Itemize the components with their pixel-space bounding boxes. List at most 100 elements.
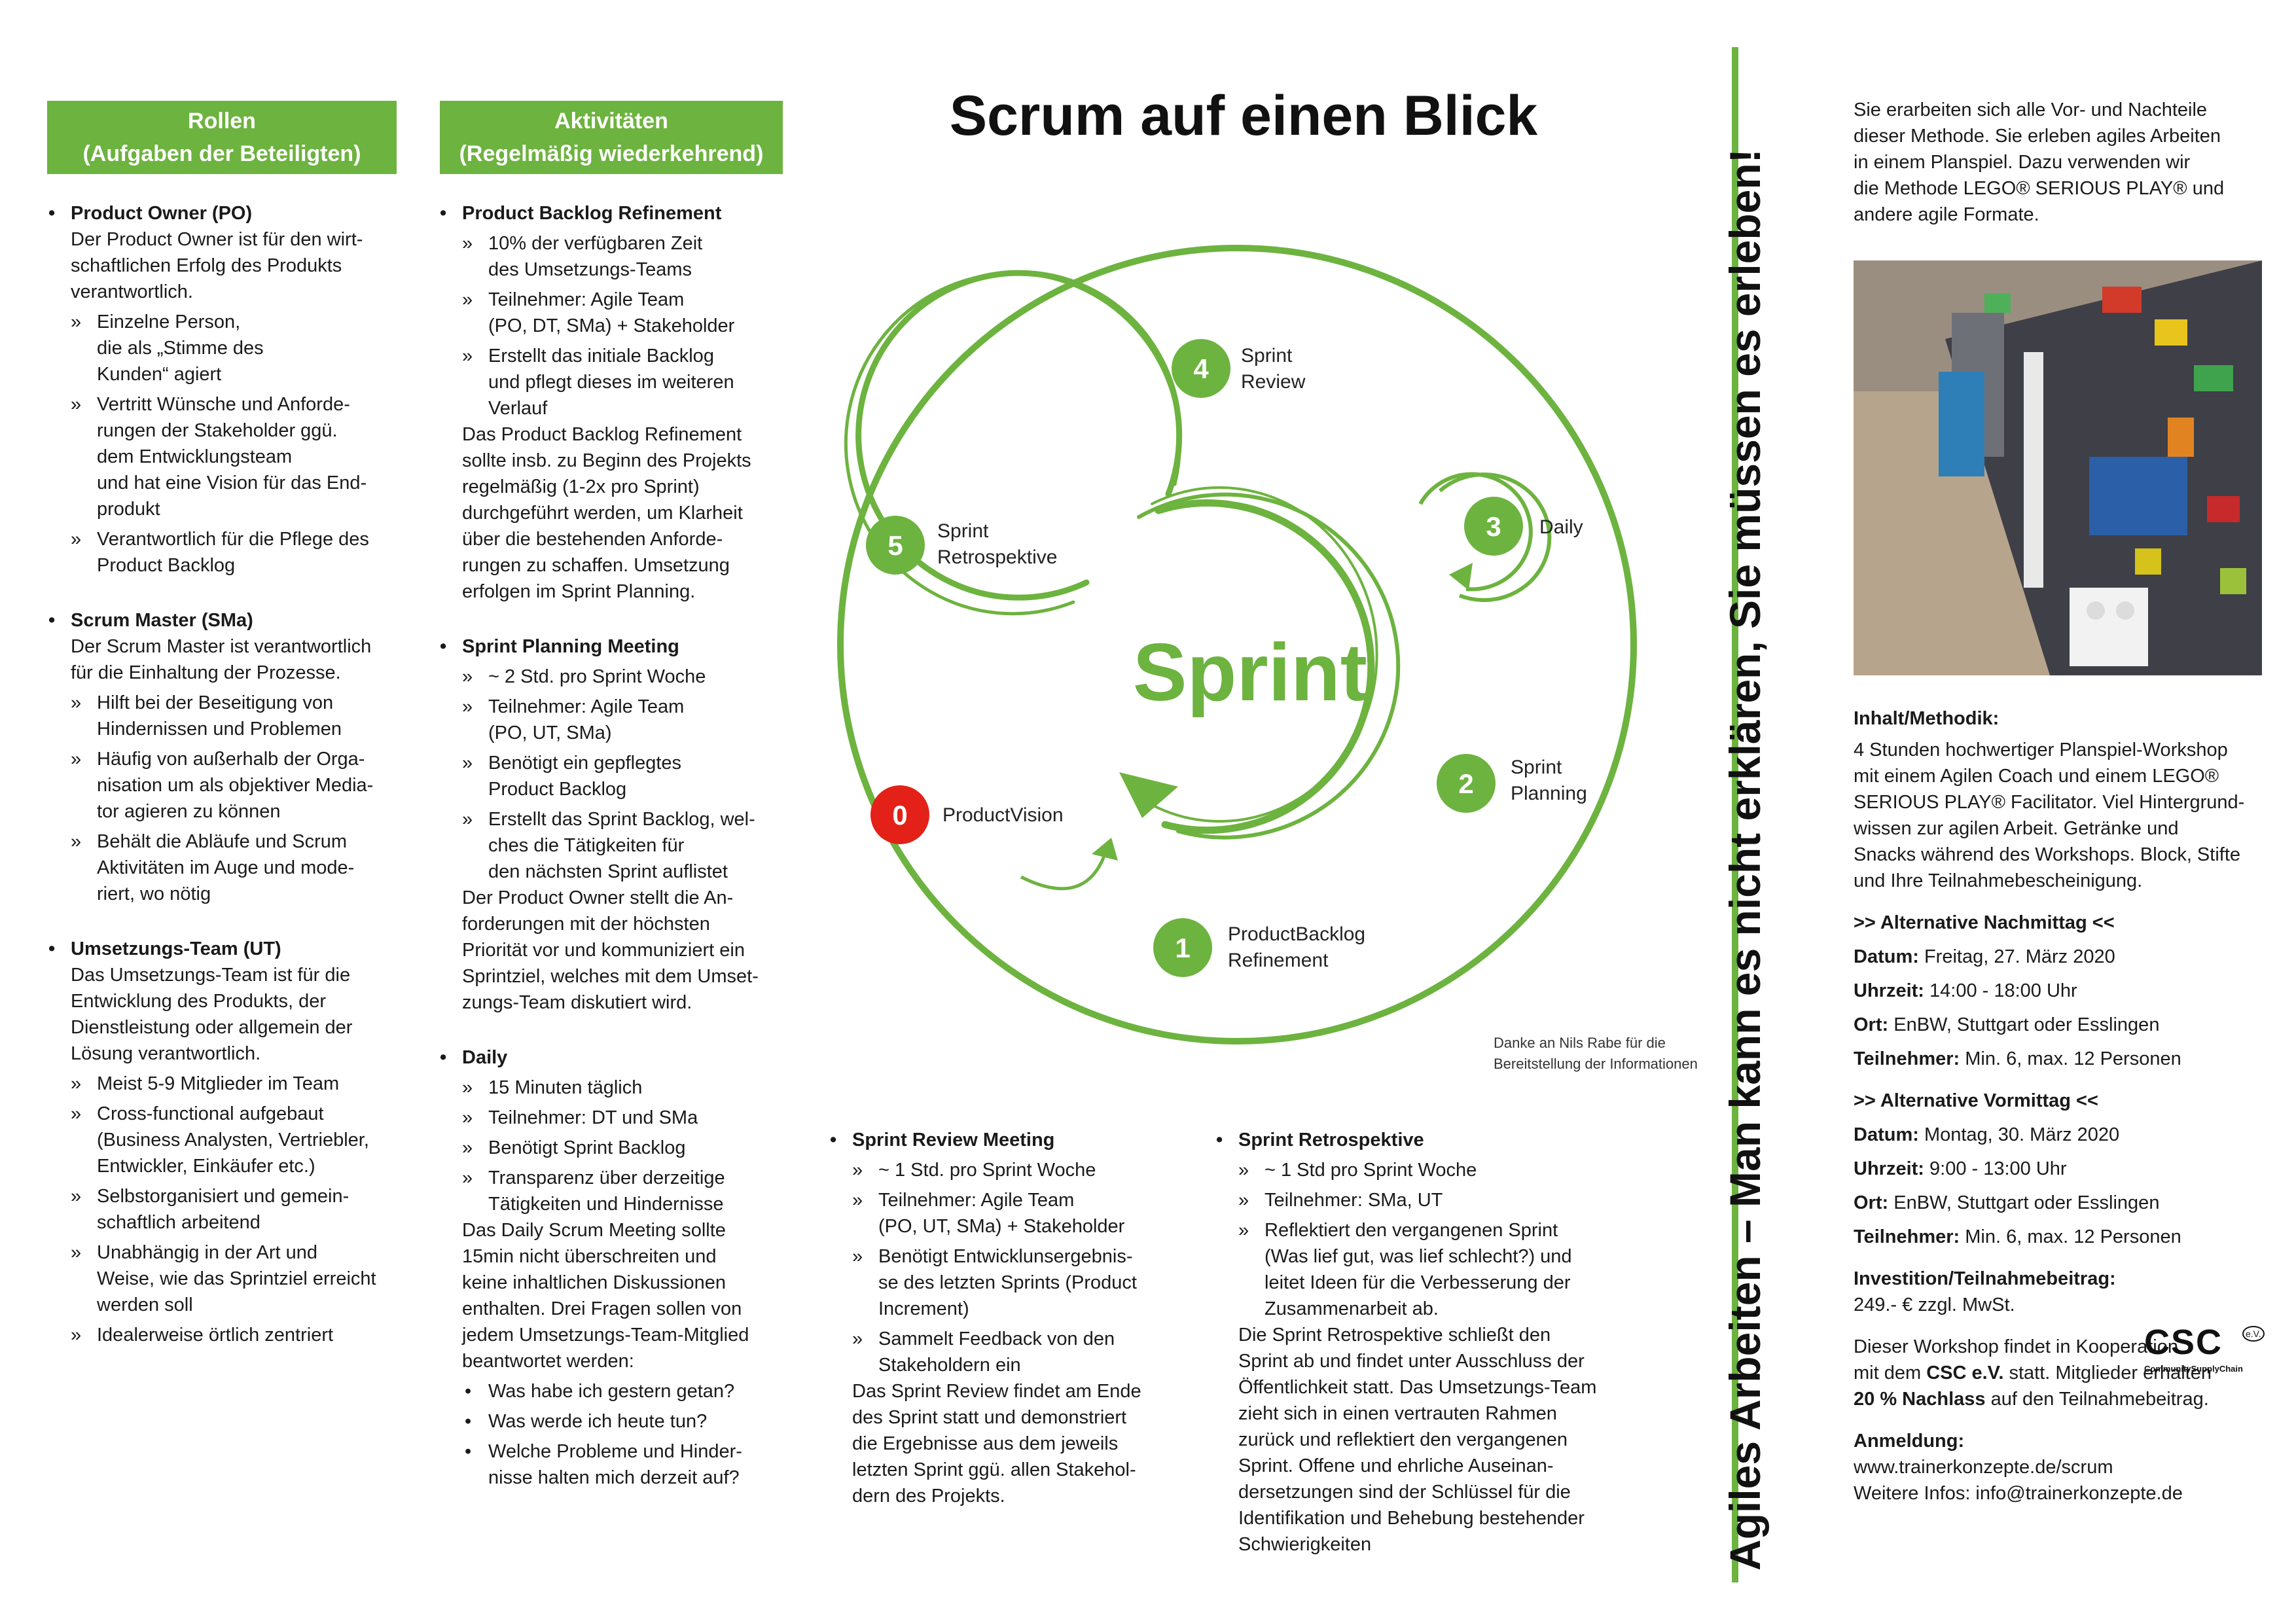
list-item: Welche Probleme und Hinder-nisse halten … (462, 1438, 802, 1491)
roles-column: Product Owner (PO) Der Product Owner ist… (48, 200, 411, 1348)
list-item: Teilnehmer: SMa, UT (1238, 1187, 1644, 1213)
list-item: Hilft bei der Beseitigung vonHindernisse… (71, 690, 411, 742)
activity-daily-items: 15 Minuten täglich Teilnehmer: DT und SM… (462, 1075, 802, 1217)
list-item: Idealerweise örtlich zentriert (71, 1322, 411, 1348)
outer-cycle-ring (837, 245, 1637, 1044)
list-item: 15 Minuten täglich (462, 1075, 802, 1101)
list-item: Vertritt Wünsche und Anforde-rungen der … (71, 391, 411, 522)
step-3-marker: 3 (1464, 497, 1523, 556)
list-item: Selbstorganisiert und gemein-schaftlich … (71, 1183, 411, 1236)
step-5-number: 5 (888, 530, 903, 561)
activities-header: Aktivitäten (Regelmäßig wiederkehrend) (440, 101, 783, 174)
step-1-circle (1153, 918, 1212, 977)
vision-arrowhead (1092, 838, 1118, 861)
step-1-number: 1 (1175, 933, 1190, 963)
step-4-circle (1172, 339, 1230, 398)
activity-review-title: Sprint Review Meeting (830, 1127, 1193, 1153)
role-ut-items: Meist 5-9 Mitglieder im Team Cross-funct… (71, 1071, 411, 1348)
list-item: ~ 2 Std. pro Sprint Woche (462, 664, 802, 690)
list-item: Einzelne Person,die als „Stimme desKunde… (71, 309, 411, 387)
list-item: Reflektiert den vergangenen Sprint(Was l… (1238, 1217, 1644, 1322)
activities-column: Product Backlog Refinement 10% der verfü… (440, 200, 802, 1491)
activity-review-items: ~ 1 Std. pro Sprint Woche Teilnehmer: Ag… (852, 1157, 1193, 1378)
price-title: Investition/Teilnahmebeitrag: (1854, 1268, 2116, 1289)
roles-header: Rollen (Aufgaben der Beteiligten) (47, 101, 397, 174)
activity-spm-title: Sprint Planning Meeting (440, 633, 802, 660)
list-item: Was werde ich heute tun? (462, 1408, 802, 1435)
list-item: Teilnehmer: Agile Team(PO, UT, SMa) (462, 694, 802, 746)
csc-logo-sub: CommunitySupplyChain (2144, 1364, 2243, 1374)
activities-header-subtitle: (Regelmäßig wiederkehrend) (459, 141, 764, 166)
list-item: Erstellt das Sprint Backlog, wel-ches di… (462, 806, 802, 885)
activity-spm-items: ~ 2 Std. pro Sprint Woche Teilnehmer: Ag… (462, 664, 802, 885)
step-0-circle (870, 785, 929, 844)
list-item: Benötigt Sprint Backlog (462, 1135, 802, 1161)
step-3-label: Daily (1539, 516, 1583, 538)
roles-header-subtitle: (Aufgaben der Beteiligten) (82, 141, 361, 166)
content-title: Inhalt/Methodik: (1854, 708, 2000, 729)
role-po-text: Der Product Owner ist für den wirt- scha… (71, 229, 363, 302)
list-item: Benötigt Entwicklunsergebnis-se des letz… (852, 1243, 1193, 1322)
activity-daily-questions: Was habe ich gestern getan? Was werde ic… (462, 1378, 802, 1491)
coop-text: Dieser Workshop findet in Kooperation mi… (1854, 1336, 2212, 1410)
csc-logo-ev: e.V. (2242, 1326, 2265, 1342)
step-5-circle (866, 516, 925, 575)
step-5-marker: 5 (866, 516, 925, 575)
role-ut-title: Umsetzungs-Team (UT) (48, 936, 411, 962)
activity-retro-title: Sprint Retrospektive (1216, 1127, 1644, 1153)
step-2-marker: 2 (1437, 754, 1496, 813)
vision-arrow (1020, 850, 1108, 891)
role-sm-text: Der Scrum Master ist verantwortlich für … (71, 636, 372, 683)
role-ut-text: Das Umsetzungs-Team ist für die Entwickl… (71, 965, 353, 1064)
activity-daily-title: Daily (440, 1044, 802, 1071)
alt2-title: >> Alternative Vormittag << (1854, 1090, 2098, 1111)
step-2-number: 2 (1458, 768, 1473, 799)
step-0-label: ProductVision (942, 804, 1064, 826)
signup-url[interactable]: www.trainerkonzepte.de/scrum (1854, 1457, 2113, 1478)
right-intro: Sie erarbeiten sich alle Vor- und Nachte… (1854, 99, 2225, 225)
step-3-number: 3 (1486, 511, 1501, 542)
right-content: Inhalt/Methodik: 4 Stunden hochwertiger … (1854, 705, 2279, 1507)
retro-column: Sprint Retrospektive ~ 1 Std pro Sprint … (1216, 1127, 1644, 1558)
review-column: Sprint Review Meeting ~ 1 Std. pro Sprin… (830, 1127, 1193, 1509)
daily-loop (1418, 472, 1552, 602)
signup-info: Weitere Infos: info@trainerkonzepte.de (1854, 1483, 2183, 1504)
list-item: Häufig von außerhalb der Orga-nisation u… (71, 746, 411, 825)
sprint-center-label: Sprint (1133, 628, 1367, 718)
list-item: Teilnehmer: DT und SMa (462, 1105, 802, 1131)
roles-header-title: Rollen (188, 109, 256, 134)
role-po-items: Einzelne Person,die als „Stimme desKunde… (71, 309, 411, 579)
activity-pbr-title: Product Backlog Refinement (440, 200, 802, 226)
vertical-slogan: Agiles Arbeiten – Man kann es nicht erkl… (1721, 149, 1769, 1571)
alt1-title: >> Alternative Nachmittag << (1854, 912, 2115, 933)
sprint-cycle-diagram: Sprint 0 1 2 3 4 5 (837, 245, 1637, 1044)
daily-loop-arrowhead (1449, 563, 1473, 590)
vertical-divider (1732, 47, 1738, 1582)
step-4-marker: 4 (1172, 339, 1230, 398)
step-2-circle (1437, 754, 1496, 813)
signup-title: Anmeldung: (1854, 1431, 1965, 1452)
step-3-circle (1464, 497, 1523, 556)
role-po-title: Product Owner (PO) (48, 200, 411, 226)
page-title: Scrum auf einen Blick (949, 84, 1538, 147)
role-sm-title: Scrum Master (SMa) (48, 607, 411, 633)
step-1-marker: 1 (1153, 918, 1212, 977)
activities-header-title: Aktivitäten (554, 109, 668, 134)
list-item: Verantwortlich für die Pflege desProduct… (71, 526, 411, 579)
list-item: Teilnehmer: Agile Team(PO, DT, SMa) + St… (462, 287, 802, 339)
inner-loop-arrowhead (1119, 772, 1178, 818)
price-value: 249.- € zzgl. MwSt. (1854, 1294, 2015, 1315)
list-item: ~ 1 Std. pro Sprint Woche (852, 1157, 1193, 1183)
